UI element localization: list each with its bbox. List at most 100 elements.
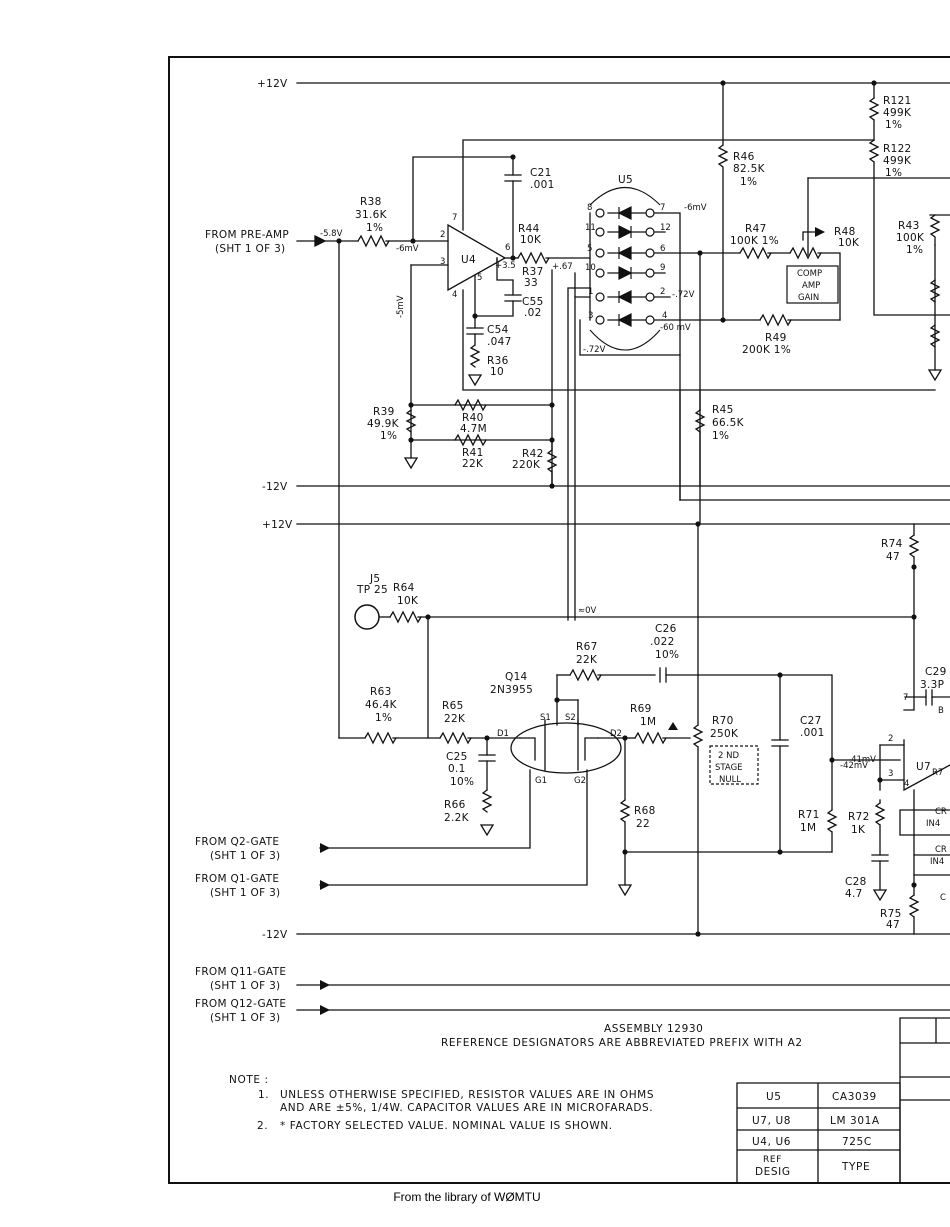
resistor-R64 <box>389 610 422 624</box>
q14-pin-g1: G1 <box>535 776 547 786</box>
u4-pin-6: 6 <box>505 243 510 253</box>
comp-amp-gain-box <box>786 265 839 304</box>
resistor-R65 <box>439 731 472 745</box>
capacitor-C21 <box>504 174 522 182</box>
voltage-u4-out: +.67 <box>552 262 573 272</box>
type-table-header-ref2: DESIG <box>755 1166 791 1178</box>
resistor-R67 <box>569 668 602 682</box>
q14-pin-g2: G2 <box>574 776 586 786</box>
u5-pin-2: 2 <box>660 287 665 297</box>
resistor-R75 <box>908 894 920 918</box>
label-U7: U7 <box>916 761 931 773</box>
type-table-header-type: TYPE <box>841 1161 870 1173</box>
resistor-R74 <box>908 534 920 558</box>
u4-pin-5: 5 <box>477 273 482 283</box>
resistor-R40 <box>454 398 487 412</box>
resistor-r-edge <box>929 279 941 303</box>
sheet-border <box>168 56 950 1184</box>
resistor-R66 <box>481 789 493 813</box>
input-q12-line1: FROM Q12-GATE <box>195 998 286 1010</box>
edge-label-r7: R7 <box>932 768 943 778</box>
voltage-p35: +3.5 <box>495 261 516 271</box>
capacitor-C55 <box>504 294 522 302</box>
input-preamp-line2: (SHT 1 OF 3) <box>215 243 285 255</box>
u5-pin-9: 9 <box>660 263 665 273</box>
voltage-zero: ≈0V <box>578 606 597 616</box>
q14-pin-d1: D1 <box>497 729 509 739</box>
potentiometer-R48 <box>789 246 822 260</box>
label-C27: C27.001 <box>800 715 825 739</box>
voltage-u5-4: -60 mV <box>660 323 691 333</box>
voltage-in: -5.8V <box>320 229 343 239</box>
resistor-R121 <box>868 97 880 121</box>
label-C21: C21.001 <box>530 167 555 191</box>
label-U4: U4 <box>461 254 476 266</box>
input-q12-line2: (SHT 1 OF 3) <box>210 1012 280 1024</box>
comp-box-line1: COMP <box>797 269 822 279</box>
edge-label-c: C <box>940 893 946 903</box>
u7-pin-3: 3 <box>888 769 893 779</box>
rail-label-m12-bot: -12V <box>262 929 288 941</box>
u4-pin-4: 4 <box>452 290 457 300</box>
resistor-R38 <box>357 234 390 248</box>
input-q2-line1: FROM Q2-GATE <box>195 836 279 848</box>
u5-pin-1: 1 <box>588 287 593 297</box>
note-heading: NOTE : <box>229 1074 269 1086</box>
edge-label-in2: IN4 <box>930 857 944 867</box>
null-box-line1: 2 ND <box>718 751 739 761</box>
diode-array-U5 <box>607 212 651 321</box>
resistor-R46 <box>717 144 729 168</box>
fet-Q14 <box>510 722 622 774</box>
assembly-subtitle: REFERENCE DESIGNATORS ARE ABBREVIATED PR… <box>441 1037 803 1049</box>
opamp-U7 <box>903 739 950 792</box>
resistor-R63 <box>364 731 397 745</box>
resistor-R47 <box>739 246 772 260</box>
label-U5: U5 <box>618 174 633 186</box>
type-table-u5-type: CA3039 <box>832 1091 877 1103</box>
potentiometer-R70 <box>692 724 704 748</box>
rail-label-p12-top: +12V <box>257 78 288 90</box>
u5-pin-6: 6 <box>660 244 665 254</box>
u5-pin-7: 7 <box>660 203 665 213</box>
resistor-R71 <box>826 809 838 833</box>
capacitor-C54 <box>466 327 484 335</box>
library-footer: From the library of WØMTU <box>0 1190 950 1204</box>
input-q11-line1: FROM Q11-GATE <box>195 966 286 978</box>
input-q1-line2: (SHT 1 OF 3) <box>210 887 280 899</box>
footer-text: From the library of WØMTU <box>393 1190 541 1204</box>
second-stage-null-box <box>709 745 759 785</box>
capacitor-C26 <box>659 667 667 683</box>
opamp-U4 <box>447 223 507 292</box>
type-table-header-ref1: REF <box>763 1155 782 1165</box>
label-C55: C55.02 <box>522 296 544 319</box>
edge-label-b: B <box>938 706 944 716</box>
resistor-R43 <box>929 214 941 246</box>
voltage-u7-neg: -41mV <box>848 755 876 765</box>
u5-pin-12: 12 <box>660 223 671 233</box>
voltage-u5-7: -6mV <box>684 203 707 213</box>
resistor-R36 <box>469 344 481 368</box>
type-table-u7-ref: U7, U8 <box>752 1115 791 1127</box>
u5-pin-5: 5 <box>587 244 592 254</box>
resistor-R69 <box>634 731 667 745</box>
comp-box-line3: GAIN <box>798 293 819 303</box>
u5-pin-3: 3 <box>588 311 593 321</box>
